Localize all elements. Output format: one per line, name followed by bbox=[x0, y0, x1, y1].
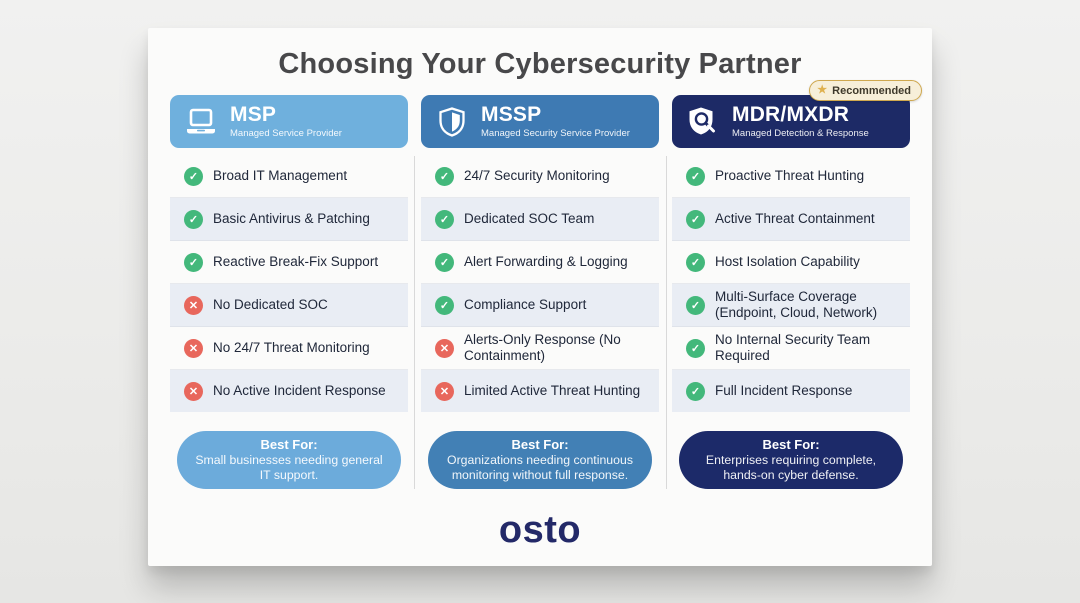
feature-row: No Active Incident Response bbox=[170, 370, 408, 412]
column-mssp: MSSP Managed Security Service Provider 2… bbox=[421, 95, 659, 489]
infographic-card: Choosing Your Cybersecurity Partner ★ Re… bbox=[148, 28, 932, 566]
feature-row: Limited Active Threat Hunting bbox=[421, 370, 659, 412]
feature-label: Basic Antivirus & Patching bbox=[213, 211, 370, 227]
check-icon bbox=[184, 252, 203, 272]
check-icon bbox=[686, 252, 705, 272]
feature-label: Reactive Break-Fix Support bbox=[213, 254, 379, 270]
feature-label: Alert Forwarding & Logging bbox=[464, 254, 628, 270]
best-for-pill-mdr: Best For: Enterprises requiring complete… bbox=[679, 431, 903, 489]
columns-container: MSP Managed Service Provider Broad IT Ma… bbox=[170, 95, 910, 489]
feature-row: Broad IT Management bbox=[170, 155, 408, 198]
feature-row: Compliance Support bbox=[421, 284, 659, 327]
column-msp: MSP Managed Service Provider Broad IT Ma… bbox=[170, 95, 408, 489]
feature-label: No Dedicated SOC bbox=[213, 297, 328, 313]
feature-label: Broad IT Management bbox=[213, 168, 348, 184]
feature-label: Compliance Support bbox=[464, 297, 587, 313]
check-icon bbox=[435, 209, 454, 229]
feature-list-msp: Broad IT Management Basic Antivirus & Pa… bbox=[170, 155, 408, 412]
star-icon: ★ bbox=[817, 84, 828, 96]
check-icon bbox=[686, 381, 705, 401]
cross-icon bbox=[184, 295, 203, 315]
feature-row: No Dedicated SOC bbox=[170, 284, 408, 327]
column-header-msp: MSP Managed Service Provider bbox=[170, 95, 408, 148]
best-for-text: Organizations needing continuous monitor… bbox=[447, 452, 633, 482]
feature-row: 24/7 Security Monitoring bbox=[421, 155, 659, 198]
column-name: MSSP bbox=[481, 102, 542, 126]
check-icon bbox=[184, 209, 203, 229]
feature-row: Active Threat Containment bbox=[672, 198, 910, 241]
check-icon bbox=[686, 338, 705, 358]
column-divider bbox=[666, 156, 667, 489]
column-title-block: MSSP Managed Security Service Provider bbox=[481, 102, 630, 140]
check-icon bbox=[686, 166, 705, 186]
check-icon bbox=[686, 209, 705, 229]
column-name: MDR/MXDR bbox=[732, 102, 850, 126]
laptop-icon bbox=[181, 107, 221, 137]
feature-row: Multi-Surface Coverage (Endpoint, Cloud,… bbox=[672, 284, 910, 327]
check-icon bbox=[184, 166, 203, 186]
feature-list-mssp: 24/7 Security Monitoring Dedicated SOC T… bbox=[421, 155, 659, 412]
feature-row: No 24/7 Threat Monitoring bbox=[170, 327, 408, 370]
feature-row: Alerts-Only Response (No Containment) bbox=[421, 327, 659, 370]
best-for-label: Best For: bbox=[762, 437, 820, 453]
feature-row: No Internal Security Team Required bbox=[672, 327, 910, 370]
feature-row: Reactive Break-Fix Support bbox=[170, 241, 408, 284]
recommended-badge-label: Recommended bbox=[832, 84, 911, 97]
feature-row: Alert Forwarding & Logging bbox=[421, 241, 659, 284]
shield-icon bbox=[432, 106, 472, 137]
column-header-mdr: MDR/MXDR Managed Detection & Response bbox=[672, 95, 910, 148]
column-divider bbox=[414, 156, 415, 489]
osto-logo: osto bbox=[498, 509, 582, 551]
feature-label: 24/7 Security Monitoring bbox=[464, 168, 610, 184]
feature-list-mdr: Proactive Threat Hunting Active Threat C… bbox=[672, 155, 910, 412]
check-icon bbox=[435, 252, 454, 272]
shield-magnifier-icon bbox=[683, 106, 723, 137]
feature-label: Multi-Surface Coverage (Endpoint, Cloud,… bbox=[715, 289, 878, 320]
column-subtitle: Managed Security Service Provider bbox=[481, 128, 630, 140]
check-icon bbox=[686, 295, 705, 315]
best-for-label: Best For: bbox=[511, 437, 569, 453]
feature-label: Alerts-Only Response (No Containment) bbox=[464, 332, 621, 363]
feature-label: No 24/7 Threat Monitoring bbox=[213, 340, 370, 356]
best-for-pill-msp: Best For: Small businesses needing gener… bbox=[177, 431, 401, 489]
feature-label: Full Incident Response bbox=[715, 383, 853, 399]
column-title-block: MDR/MXDR Managed Detection & Response bbox=[732, 102, 869, 140]
column-title-block: MSP Managed Service Provider bbox=[230, 102, 342, 140]
cross-icon bbox=[435, 338, 454, 358]
feature-label: Dedicated SOC Team bbox=[464, 211, 595, 227]
column-subtitle: Managed Detection & Response bbox=[732, 128, 869, 140]
feature-label: No Active Incident Response bbox=[213, 383, 386, 399]
best-for-pill-mssp: Best For: Organizations needing continuo… bbox=[428, 431, 652, 489]
column-name: MSP bbox=[230, 102, 277, 126]
check-icon bbox=[435, 166, 454, 186]
feature-label: Proactive Threat Hunting bbox=[715, 168, 865, 184]
feature-row: Full Incident Response bbox=[672, 370, 910, 412]
feature-row: Dedicated SOC Team bbox=[421, 198, 659, 241]
page-title: Choosing Your Cybersecurity Partner bbox=[278, 48, 802, 80]
column-subtitle: Managed Service Provider bbox=[230, 128, 342, 140]
best-for-text: Enterprises requiring complete, hands-on… bbox=[705, 452, 877, 482]
recommended-badge: ★ Recommended bbox=[809, 80, 922, 101]
best-for-label: Best For: bbox=[260, 437, 318, 453]
feature-label: No Internal Security Team Required bbox=[715, 332, 871, 363]
column-header-mssp: MSSP Managed Security Service Provider bbox=[421, 95, 659, 148]
feature-row: Proactive Threat Hunting bbox=[672, 155, 910, 198]
cross-icon bbox=[184, 338, 203, 358]
column-mdr: MDR/MXDR Managed Detection & Response Pr… bbox=[672, 95, 910, 489]
feature-row: Basic Antivirus & Patching bbox=[170, 198, 408, 241]
check-icon bbox=[435, 295, 454, 315]
feature-label: Limited Active Threat Hunting bbox=[464, 383, 641, 399]
feature-label: Host Isolation Capability bbox=[715, 254, 860, 270]
feature-row: Host Isolation Capability bbox=[672, 241, 910, 284]
cross-icon bbox=[435, 381, 454, 401]
feature-label: Active Threat Containment bbox=[715, 211, 875, 227]
best-for-text: Small businesses needing general IT supp… bbox=[195, 452, 383, 482]
cross-icon bbox=[184, 381, 203, 401]
